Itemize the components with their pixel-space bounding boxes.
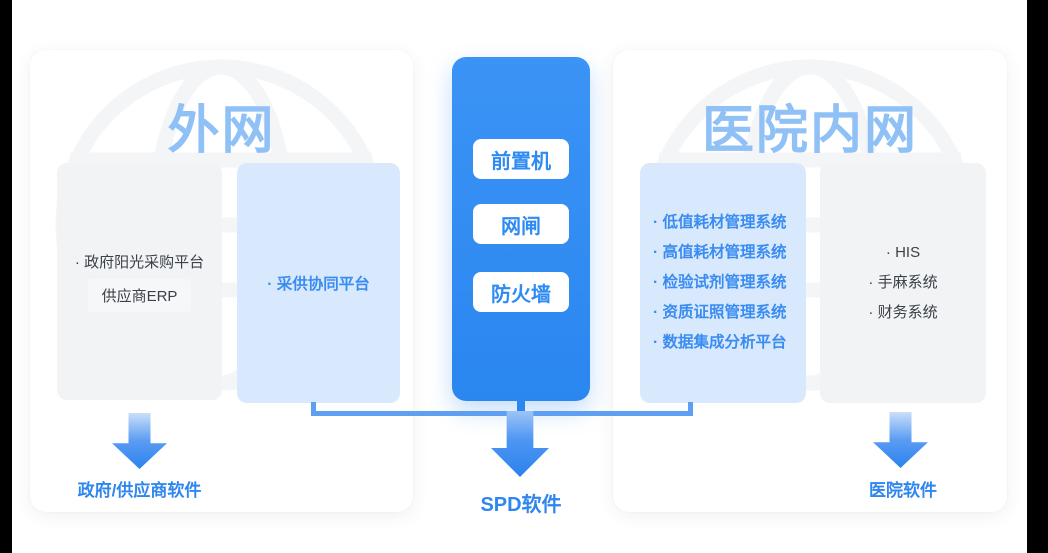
connector-spd-stem bbox=[688, 402, 693, 416]
spd-system-item: · 低值耗材管理系统 bbox=[653, 214, 787, 231]
supply-collab-box: · 采供协同平台 bbox=[237, 163, 400, 403]
connector-pillar-stem bbox=[517, 400, 525, 415]
spd-systems-box: · 低值耗材管理系统 · 高值耗材管理系统 · 检验试剂管理系统 · 资质证照管… bbox=[640, 163, 806, 403]
gov-procurement-item: · 政府阳光采购平台 bbox=[74, 254, 205, 271]
hospital-systems-box: · HIS · 手麻系统 · 财务系统 bbox=[820, 163, 986, 403]
hospital-intranet-title: 医院内网 bbox=[701, 102, 918, 160]
network-gate-badge: 网闸 bbox=[473, 204, 569, 244]
gov-procurement-box: · 政府阳光采购平台 供应商ERP bbox=[57, 163, 222, 400]
firewall-badge: 防火墙 bbox=[473, 272, 569, 312]
spd-system-item: · 检验试剂管理系统 bbox=[653, 274, 787, 291]
gov-software-arrow-icon bbox=[112, 413, 167, 469]
left-black-bar bbox=[0, 0, 12, 553]
spd-software-label: SPD软件 bbox=[480, 494, 562, 516]
spd-software-arrow-icon bbox=[491, 411, 549, 477]
supply-collab-item: · 采供协同平台 bbox=[267, 276, 370, 293]
gateway-pillar: 前置机 网闸 防火墙 bbox=[452, 57, 590, 401]
right-black-bar bbox=[1027, 0, 1048, 553]
hospital-software-label: 医院软件 bbox=[869, 481, 937, 500]
hospital-system-item: · HIS bbox=[885, 244, 921, 261]
hospital-system-item: · 手麻系统 bbox=[868, 274, 938, 291]
hospital-intranet-panel: 医院内网 · 低值耗材管理系统 · 高值耗材管理系统 · 检验试剂管理系统 · … bbox=[613, 50, 1007, 512]
spd-system-item: · 资质证照管理系统 bbox=[653, 304, 787, 321]
spd-system-item: · 数据集成分析平台 bbox=[653, 334, 787, 351]
connector-horizontal-line bbox=[311, 411, 693, 416]
hospital-system-item: · 财务系统 bbox=[868, 304, 938, 321]
hospital-software-arrow-icon bbox=[873, 412, 928, 468]
gov-software-label: 政府/供应商软件 bbox=[77, 481, 202, 500]
spd-system-item: · 高值耗材管理系统 bbox=[653, 244, 787, 261]
connector-supply-stem bbox=[311, 402, 316, 416]
external-network-title: 外网 bbox=[167, 102, 276, 160]
external-network-panel: 外网 · 政府阳光采购平台 供应商ERP · 采供协同平台 政府/供应商软件 bbox=[30, 50, 413, 512]
supplier-erp-chip: 供应商ERP bbox=[87, 279, 192, 312]
front-end-processor-badge: 前置机 bbox=[473, 139, 569, 179]
